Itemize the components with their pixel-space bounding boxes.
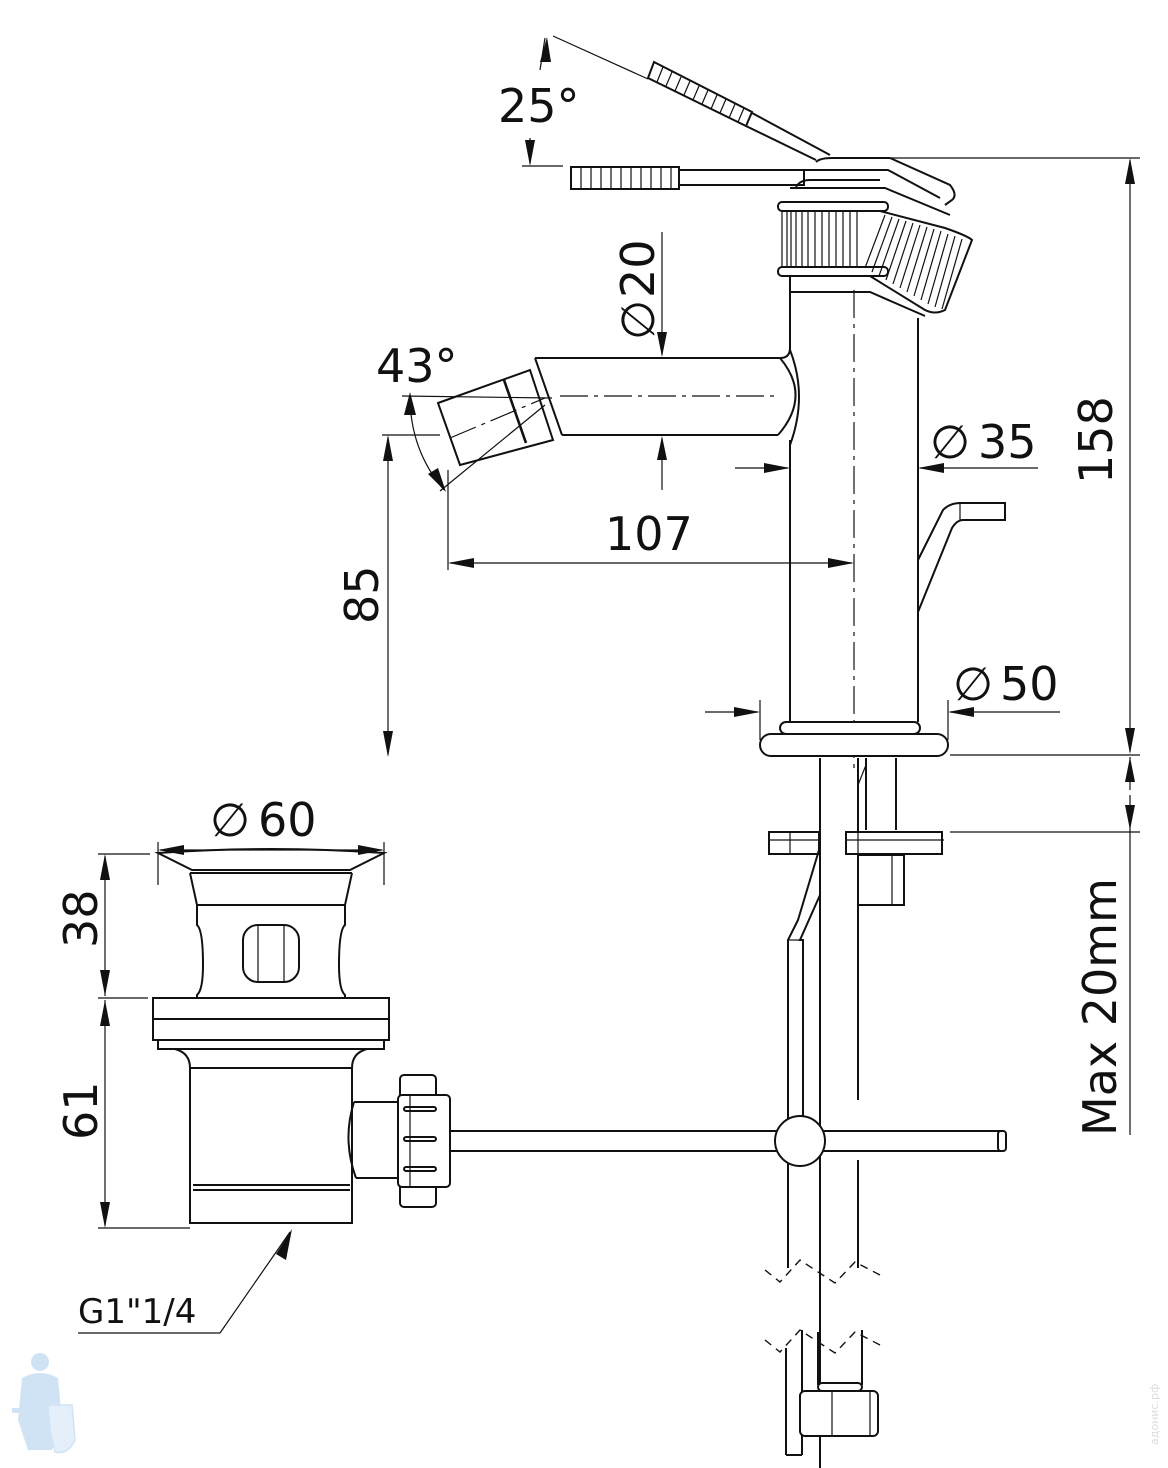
waste-lower-height-label: 61 xyxy=(54,1081,108,1140)
body-diameter-dimension: ∅ 35 xyxy=(735,415,1038,473)
max-deck-thickness-label: Max 20mm xyxy=(1073,878,1127,1136)
spout-diameter-symbol: ∅ xyxy=(611,300,665,340)
total-height-dimension: 158 xyxy=(890,157,1140,756)
waste-height-dimensions: 38 61 xyxy=(54,853,190,1229)
lever-closed xyxy=(570,166,805,190)
spout-height-dimension: 85 xyxy=(335,434,440,757)
reach-dimension: 107 xyxy=(447,470,854,570)
lever-angle-label: 25° xyxy=(498,79,580,133)
waste-diameter-dimension: ∅ 60 xyxy=(157,793,385,885)
mounting-hardware: Max 20mm xyxy=(768,757,1140,1468)
spout-diameter-label: 20 xyxy=(611,239,665,298)
popup-rod-handle xyxy=(917,502,1006,613)
reach-label: 107 xyxy=(605,507,693,561)
waste-diameter-label: 60 xyxy=(258,793,317,847)
plumber-mascot-icon xyxy=(12,1353,76,1454)
popup-linkage-rod xyxy=(450,1115,1007,1167)
spout-tilt-label: 43° xyxy=(376,339,458,393)
body-diameter-symbol: ∅ xyxy=(930,415,970,469)
angle-dimension-43: 43° xyxy=(376,339,553,492)
waste-upper-height-label: 38 xyxy=(54,889,108,948)
base-diameter-dimension: ∅ 50 xyxy=(705,657,1060,740)
mixer-cartridge-head xyxy=(777,157,974,317)
spout xyxy=(436,347,800,492)
watermark-text: адонис.рф xyxy=(1148,1384,1161,1445)
body-diameter-label: 35 xyxy=(978,415,1037,469)
thread-label: G1"1/4 xyxy=(78,1292,196,1332)
faucet-body xyxy=(759,290,949,770)
spout-height-label: 85 xyxy=(335,565,389,624)
lever-raised xyxy=(552,35,831,161)
angle-dimension-25: 25° xyxy=(498,37,580,167)
break-lines xyxy=(764,1259,881,1456)
base-diameter-label: 50 xyxy=(1000,657,1059,711)
popup-waste xyxy=(152,848,451,1224)
total-height-label: 158 xyxy=(1069,396,1123,484)
waste-diameter-symbol: ∅ xyxy=(210,793,250,847)
thread-callout: G1"1/4 xyxy=(78,1229,292,1334)
base-diameter-symbol: ∅ xyxy=(953,657,993,711)
spout-diameter-dimension: ∅ 20 xyxy=(611,232,667,490)
